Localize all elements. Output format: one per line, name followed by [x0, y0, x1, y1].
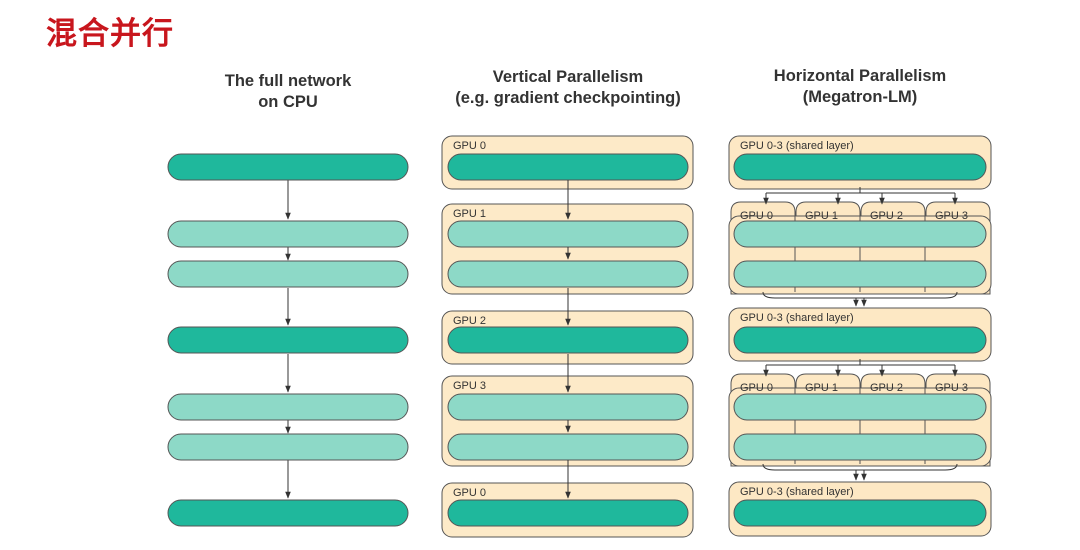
- cpu-layer: [167, 220, 409, 248]
- column-title-vertical-line-2: (e.g. gradient checkpointing): [455, 89, 681, 107]
- gpu-split-label: GPU 0: [740, 382, 773, 394]
- gpu-split-label: GPU 2: [870, 382, 903, 394]
- gpu-split-label: GPU 1: [805, 382, 838, 394]
- gpu-split-label: GPU 3: [935, 210, 968, 222]
- vertical-parallelism-column: GPU 0 GPU 1 GPU 2 GPU 3 GPU 0: [441, 135, 694, 538]
- vertical-layer: [447, 326, 689, 354]
- fan-in-line: [762, 291, 958, 299]
- horizontal-layer: [733, 260, 987, 288]
- column-title-cpu: The full network on CPU: [168, 71, 408, 113]
- column-title-cpu-line-2: on CPU: [258, 93, 318, 111]
- gpu-group-label: GPU 2: [453, 315, 486, 327]
- gpu-group-label: GPU 1: [453, 208, 486, 220]
- horizontal-layer: [733, 499, 987, 527]
- cpu-layer: [167, 153, 409, 181]
- vertical-layer: [447, 433, 689, 461]
- cpu-layer: [167, 433, 409, 461]
- column-title-vertical: Vertical Parallelism (e.g. gradient chec…: [428, 67, 708, 109]
- column-title-horizontal-line-1: Horizontal Parallelism: [773, 67, 947, 85]
- cpu-layer: [167, 393, 409, 421]
- gpu-split-label: GPU 0: [740, 210, 773, 222]
- shared-layer-label: GPU 0-3 (shared layer): [740, 312, 854, 324]
- fan-out-line: [766, 187, 955, 194]
- column-title-horizontal-line-2: (Megatron-LM): [802, 88, 918, 106]
- gpu-split-label: GPU 3: [935, 382, 968, 394]
- cpu-layer: [167, 499, 409, 527]
- gpu-split-label: GPU 1: [805, 210, 838, 222]
- horizontal-parallelism-column: GPU 0-3 (shared layer) GPU 0 GPU 1 GPU 2 GPU…: [728, 135, 992, 537]
- gpu-split-label: GPU 2: [870, 210, 903, 222]
- vertical-layer: [447, 393, 689, 421]
- column-title-cpu-line-1: The full network: [224, 72, 352, 90]
- vertical-layer: [447, 499, 689, 527]
- cpu-network-column: [167, 153, 409, 527]
- vertical-layer: [447, 153, 689, 181]
- column-title-vertical-line-1: Vertical Parallelism: [492, 68, 644, 86]
- horizontal-layer: [733, 326, 987, 354]
- horizontal-layer: [733, 153, 987, 181]
- slide-title: 混合并行: [46, 16, 174, 52]
- horizontal-layer: [733, 393, 987, 421]
- fan-out-line: [766, 359, 955, 366]
- gpu-group-label: GPU 3: [453, 380, 486, 392]
- gpu-group-label: GPU 0: [453, 487, 486, 499]
- vertical-layer: [447, 260, 689, 288]
- horizontal-layer: [733, 433, 987, 461]
- shared-layer-label: GPU 0-3 (shared layer): [740, 486, 854, 498]
- gpu-group-label: GPU 0: [453, 140, 486, 152]
- cpu-layer: [167, 260, 409, 288]
- cpu-layer: [167, 326, 409, 354]
- shared-layer-label: GPU 0-3 (shared layer): [740, 140, 854, 152]
- column-title-horizontal: Horizontal Parallelism (Megatron-LM): [725, 66, 995, 108]
- horizontal-layer: [733, 220, 987, 248]
- fan-in-line: [762, 463, 958, 471]
- vertical-layer: [447, 220, 689, 248]
